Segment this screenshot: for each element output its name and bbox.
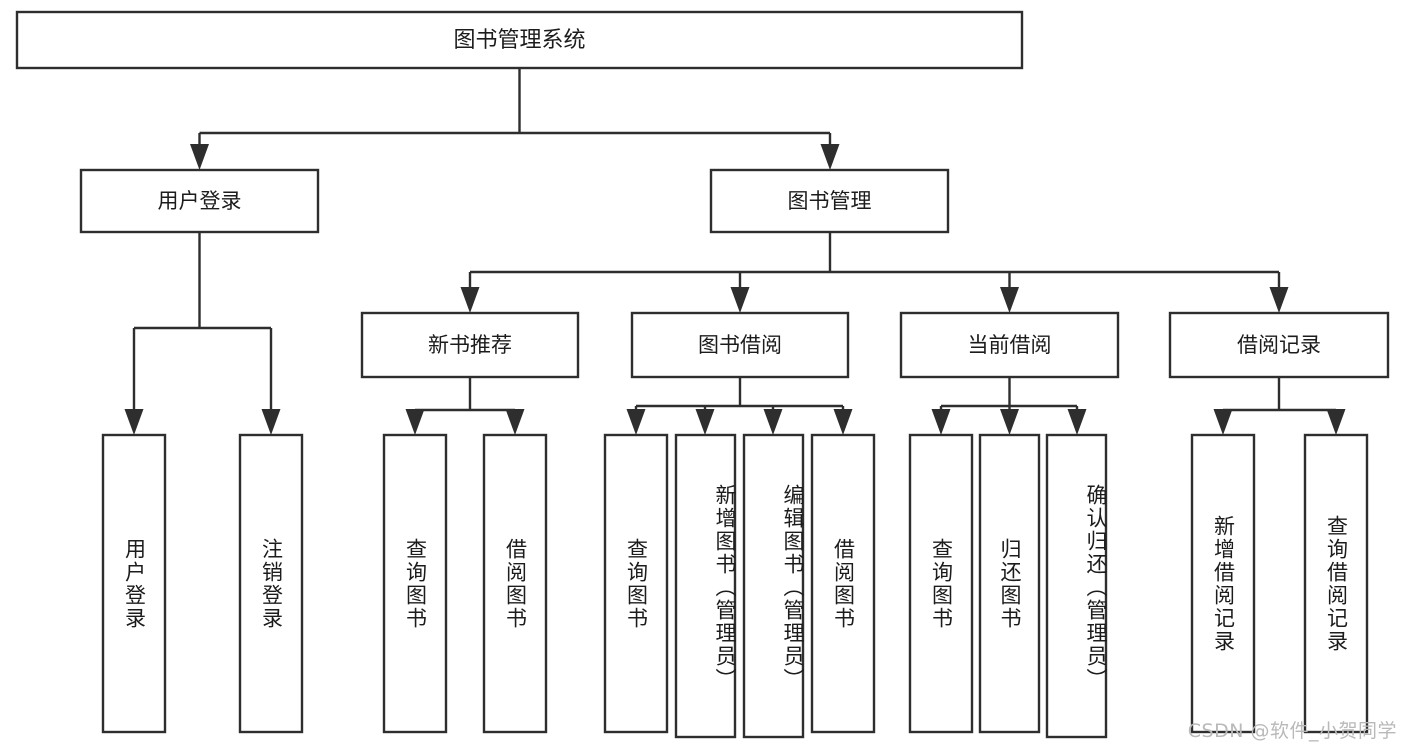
arrowhead-to-book-manage	[820, 144, 840, 170]
arrowhead-leaf-return-book	[1000, 409, 1019, 435]
node-book-manage-box[interactable]	[709, 168, 950, 234]
node-book-borrow-label: 图书借阅	[698, 333, 782, 357]
arrowhead-leaf-logout-login	[261, 409, 281, 435]
arrowhead-to-user-login	[190, 144, 209, 170]
node-borrow-record-box[interactable]	[1168, 311, 1390, 379]
arrowhead-leaf-add-book-admin	[695, 409, 715, 435]
node-current-borrow[interactable]: 当前借阅	[899, 311, 1120, 379]
connector-layer	[124, 68, 1346, 435]
leaf-return-book-box[interactable]	[978, 433, 1041, 734]
node-current-borrow-box[interactable]	[899, 311, 1120, 379]
leaf-box-layer	[101, 433, 1369, 739]
leaf-logout-login-box[interactable]	[238, 433, 304, 734]
leaf-query-book-1-box[interactable]	[382, 433, 448, 734]
arrowhead-leaf-add-borrow-record	[1213, 409, 1233, 435]
node-user-login-box[interactable]	[79, 168, 320, 234]
arrowhead-current-borrow	[1000, 287, 1019, 313]
leaf-edit-book-admin-box[interactable]	[742, 433, 805, 739]
arrowhead-borrow-record	[1269, 287, 1289, 313]
arrowhead-book-borrow	[730, 287, 750, 313]
connector-user-login-bus	[132, 232, 273, 415]
arrowhead-leaf-confirm-return-admin	[1067, 409, 1087, 435]
connector-root-bus	[198, 68, 832, 150]
leaf-user-login-box[interactable]	[101, 433, 167, 734]
arrowhead-leaf-edit-book-admin	[763, 409, 783, 435]
node-book-manage[interactable]: 图书管理	[709, 168, 950, 234]
arrowhead-leaf-borrow-book-2	[833, 409, 853, 435]
arrowhead-leaf-query-book-3	[931, 409, 951, 435]
node-borrow-record-label: 借阅记录	[1237, 333, 1321, 357]
connector-book-manage-bus	[468, 232, 1281, 292]
arrowhead-leaf-query-book-2	[626, 409, 646, 435]
connector-new-book-recommend-bus	[413, 377, 517, 415]
leaf-add-borrow-record-box[interactable]	[1190, 433, 1256, 734]
node-book-borrow[interactable]: 图书借阅	[630, 311, 850, 379]
node-root-box[interactable]	[15, 10, 1024, 70]
node-current-borrow-label: 当前借阅	[968, 333, 1052, 357]
node-user-login[interactable]: 用户登录	[79, 168, 320, 234]
arrowhead-leaf-borrow-book-1	[505, 409, 525, 435]
node-root-label: 图书管理系统	[453, 28, 585, 53]
connector-current-borrow-bus	[939, 377, 1079, 412]
leaf-confirm-return-admin-box[interactable]	[1045, 433, 1108, 739]
node-book-borrow-box[interactable]	[630, 311, 850, 379]
connector-book-borrow-bus	[634, 377, 845, 412]
leaf-borrow-book-2-box[interactable]	[810, 433, 876, 734]
arrowhead-leaf-query-borrow-record	[1326, 409, 1346, 435]
node-user-login-label: 用户登录	[158, 189, 242, 213]
arrowhead-leaf-query-book-1	[405, 409, 425, 435]
leaf-query-book-2-box[interactable]	[603, 433, 669, 734]
node-new-book-recommend-label: 新书推荐	[428, 333, 512, 357]
leaf-query-borrow-record-box[interactable]	[1303, 433, 1369, 734]
leaf-borrow-book-1-box[interactable]	[482, 433, 548, 734]
arrowhead-new-book-recommend	[460, 287, 480, 313]
node-root[interactable]: 图书管理系统	[15, 10, 1024, 70]
arrowhead-leaf-user-login	[124, 409, 144, 435]
connector-borrow-record-bus	[1221, 377, 1338, 415]
watermark-text: CSDN @软件_小贺同学	[1187, 720, 1397, 742]
leaf-add-book-admin-box[interactable]	[674, 433, 737, 739]
node-book-manage-label: 图书管理	[788, 189, 872, 213]
node-new-book-recommend-box[interactable]	[360, 311, 580, 379]
leaf-query-book-3-box[interactable]	[908, 433, 974, 734]
node-new-book-recommend[interactable]: 新书推荐	[360, 311, 580, 379]
node-borrow-record[interactable]: 借阅记录	[1168, 311, 1390, 379]
